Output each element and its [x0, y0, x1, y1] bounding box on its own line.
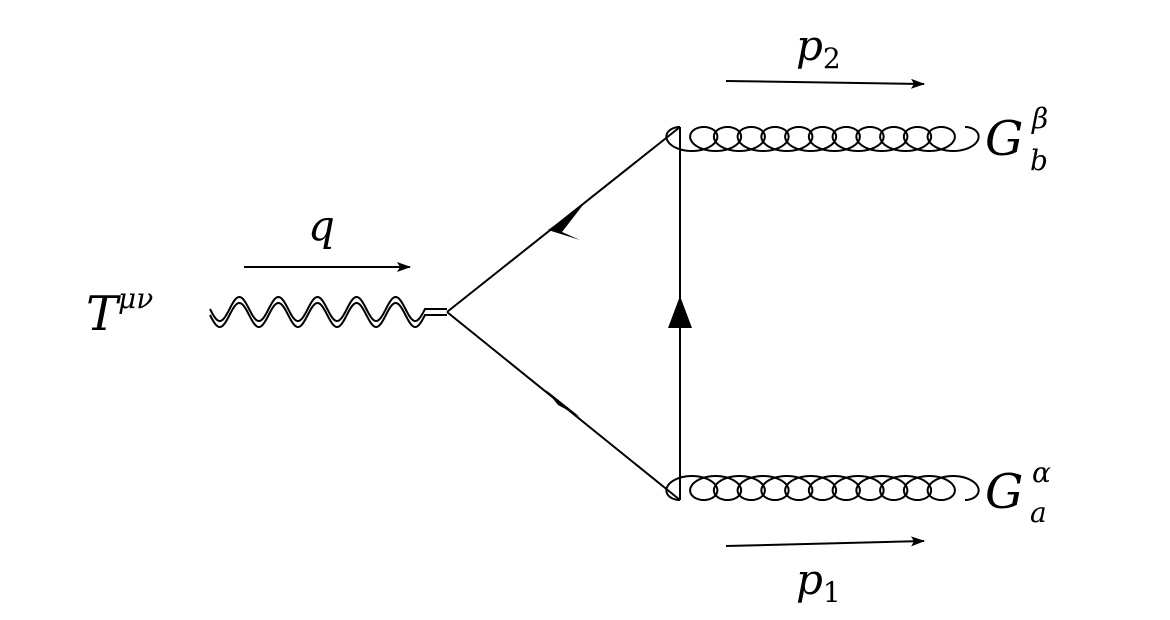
svg-text:G: G — [985, 111, 1023, 167]
graviton-wave-inner — [209, 301, 447, 329]
fermion-arrow-lower — [546, 390, 580, 417]
q-label: q — [308, 201, 335, 250]
p1-momentum-arrow — [725, 536, 925, 547]
p2-label: p2 — [796, 21, 841, 75]
svg-text:G: G — [985, 464, 1023, 520]
gluon-line-top — [665, 125, 980, 152]
gluon-bottom-label: G α a — [985, 456, 1051, 529]
svg-text:β: β — [1031, 102, 1048, 135]
gluon-lines — [665, 125, 980, 502]
graviton-line — [209, 295, 447, 329]
fermion-arrow-vertical — [668, 296, 692, 328]
p2-momentum-arrow — [725, 78, 925, 89]
tensor-label: Tμν — [86, 282, 153, 342]
p1-label: p1 — [796, 555, 841, 609]
svg-text:a: a — [1030, 496, 1047, 529]
momentum-arrows — [244, 78, 925, 547]
fermion-arrow-upper — [548, 205, 583, 240]
graviton-wave-outer — [209, 295, 447, 323]
svg-text:b: b — [1030, 144, 1048, 177]
svg-text:α: α — [1032, 456, 1051, 489]
gluon-top-label: G β b — [985, 102, 1048, 177]
fermion-loop — [446, 126, 681, 501]
gluon-line-bottom — [665, 475, 980, 502]
fermion-arrows — [546, 205, 692, 417]
